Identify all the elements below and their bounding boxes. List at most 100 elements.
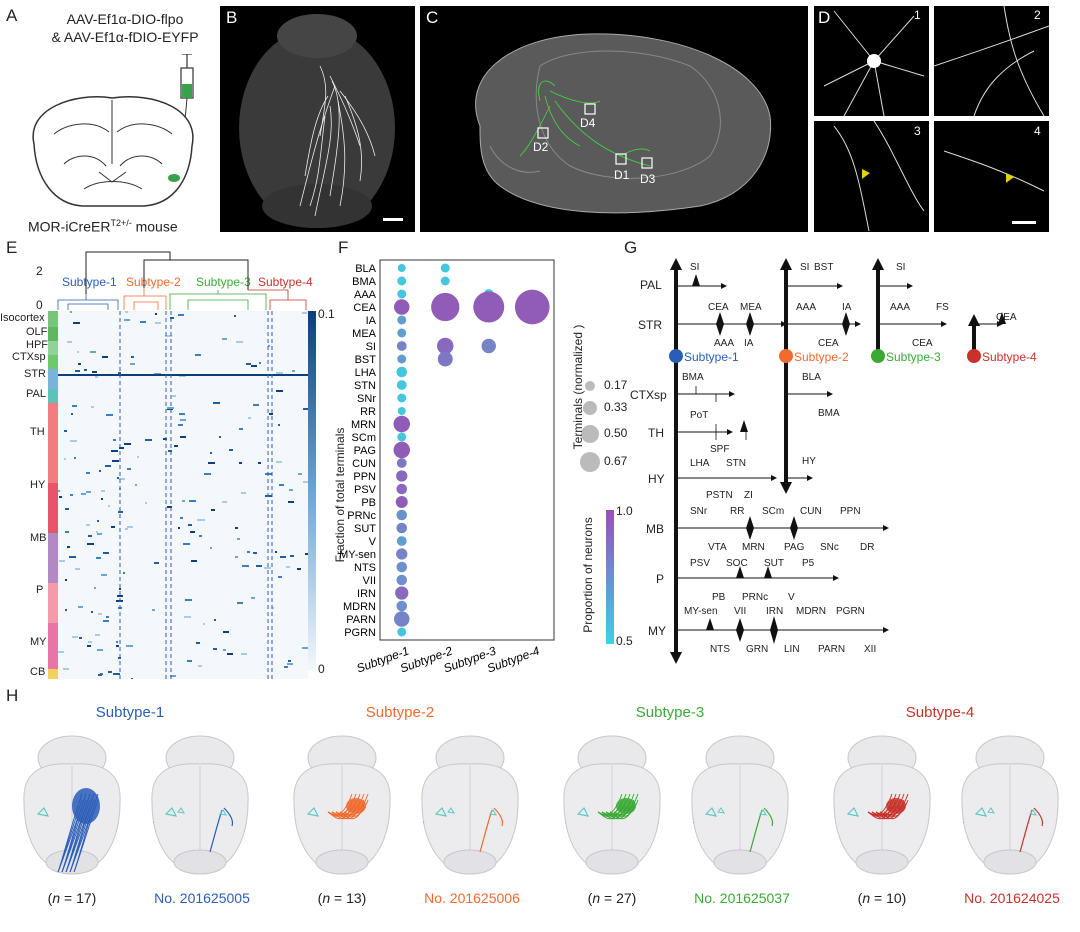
f-region-label: LHA bbox=[355, 367, 377, 379]
micrograph-tile-4 bbox=[934, 121, 1049, 232]
virus-label: AAV-Ef1α-DIO-flpo & AAV-Ef1α-fDIO-EYFP bbox=[30, 10, 220, 46]
g-s3-si: SI bbox=[896, 262, 906, 273]
f-region-label: PRNc bbox=[347, 510, 376, 522]
g-s3-cea: CEA bbox=[912, 338, 933, 349]
h-brain-image bbox=[961, 735, 1059, 875]
g-s1-mrn: MRN bbox=[742, 542, 765, 553]
e-subtype-2: Subtype-2 bbox=[126, 275, 181, 289]
g-s1-zi: ZI bbox=[744, 490, 753, 501]
f-region-label: RR bbox=[360, 406, 376, 418]
size-legend-1: 0.17 bbox=[604, 378, 628, 392]
g-level-mb: MB bbox=[646, 522, 664, 536]
g-s1-pot: PoT bbox=[690, 410, 709, 421]
g-s1-si: SI bbox=[690, 262, 700, 273]
g-s1-parn: PARN bbox=[818, 644, 846, 655]
g-subtype-2-dot bbox=[779, 349, 793, 363]
f-dot bbox=[397, 407, 406, 415]
box-label-d1: D1 bbox=[614, 168, 630, 182]
size-legend-3: 0.50 bbox=[604, 426, 628, 440]
f-dot bbox=[397, 432, 407, 442]
region-pal: PAL bbox=[26, 388, 46, 400]
micrograph-tile-2 bbox=[933, 5, 1050, 117]
f-dot bbox=[396, 341, 407, 351]
size-legend-dot-1 bbox=[585, 381, 595, 391]
g-level-ctxsp: CTXsp bbox=[630, 388, 667, 402]
g-level-hy: HY bbox=[648, 472, 665, 486]
f-dot bbox=[440, 263, 450, 273]
g-s1-v: V bbox=[788, 592, 795, 603]
f-region-label: CUN bbox=[352, 458, 376, 470]
panel-c-image bbox=[420, 6, 808, 232]
size-legend-dot-2 bbox=[583, 401, 597, 415]
g-subtype-2: Subtype-2 bbox=[794, 350, 849, 364]
g-s1-pb: PB bbox=[712, 592, 726, 603]
f-region-label: PPN bbox=[353, 471, 376, 483]
f-region-label: STN bbox=[354, 380, 376, 392]
f-dot bbox=[437, 337, 454, 355]
size-legend-title: Terminals (normalized ) bbox=[571, 324, 585, 450]
panel-c-label: C bbox=[426, 8, 439, 27]
h-brain-image bbox=[23, 735, 121, 875]
f-dot bbox=[397, 289, 407, 299]
panel-f-label: F bbox=[338, 238, 349, 257]
size-legend-dot-3 bbox=[581, 425, 599, 443]
g-s3-fs: FS bbox=[936, 302, 949, 313]
g-level-pal: PAL bbox=[640, 278, 662, 292]
size-legend-2: 0.33 bbox=[604, 400, 628, 414]
g-s1-vii: VII bbox=[734, 606, 747, 617]
f-dot bbox=[396, 483, 408, 495]
f-region-label: AAA bbox=[354, 289, 377, 301]
f-region-label: SI bbox=[366, 341, 376, 353]
h-neuron-id: No. 201625006 bbox=[424, 890, 520, 906]
g-s1-ppn: PPN bbox=[840, 506, 861, 517]
terminal-heatmap bbox=[58, 311, 308, 679]
h-row: Subtype-1 LCEARCEA (n = 17)No. 201625005… bbox=[0, 700, 1080, 920]
panel-b-image bbox=[220, 6, 415, 232]
g-s2-si: SI bbox=[800, 262, 810, 273]
size-legend bbox=[580, 381, 600, 472]
f-dot bbox=[431, 292, 460, 322]
virus-line-2: & AAV-Ef1α-fDIO-EYFP bbox=[51, 29, 199, 45]
h-brain-image bbox=[563, 735, 661, 875]
tree-tick-2: 2 bbox=[36, 264, 43, 278]
panel-a-label: A bbox=[6, 6, 18, 25]
g-s2-bla: BLA bbox=[802, 372, 821, 383]
g-s3-aaa: AAA bbox=[890, 302, 911, 313]
g-level-th: TH bbox=[648, 426, 664, 440]
g-s1-pgrn: PGRN bbox=[836, 606, 865, 617]
3d-brain-rendering bbox=[475, 33, 772, 214]
h-brain-image bbox=[691, 735, 789, 875]
f-dot bbox=[514, 289, 550, 325]
f-region-label: MY-sen bbox=[340, 549, 376, 561]
f-dot bbox=[397, 627, 407, 637]
f-dot bbox=[397, 354, 407, 364]
f-region-label: MEA bbox=[352, 328, 377, 340]
f-region-label: PGRN bbox=[344, 627, 376, 639]
f-dot bbox=[394, 611, 410, 627]
f-dot bbox=[396, 366, 408, 378]
coronal-section-diagram bbox=[32, 54, 194, 207]
g-s1-pstn: PSTN bbox=[706, 490, 733, 501]
h-subtype-title: Subtype-2 bbox=[365, 704, 435, 721]
h-brain-image bbox=[421, 735, 519, 875]
region-p: P bbox=[36, 584, 44, 596]
micrograph-tile-1 bbox=[814, 6, 929, 117]
region-str: STR bbox=[24, 368, 46, 380]
box-label-d4: D4 bbox=[580, 116, 596, 130]
g-s1-scm: SCm bbox=[762, 506, 785, 517]
h-neuron-id: No. 201625005 bbox=[154, 890, 250, 906]
region-mb: MB bbox=[30, 532, 47, 544]
g-s1-aaa: AAA bbox=[714, 338, 735, 349]
g-s1-sut: SUT bbox=[764, 558, 784, 569]
g-s1-ia: IA bbox=[744, 338, 754, 349]
f-region-label: NTS bbox=[354, 562, 376, 574]
tile-number-1: 1 bbox=[914, 8, 921, 22]
box-label-d2: D2 bbox=[533, 140, 549, 154]
g-subtype-4-dot bbox=[967, 349, 981, 363]
f-dot bbox=[396, 574, 408, 586]
g-s1-p5: P5 bbox=[802, 558, 815, 569]
region-hpf: HPF bbox=[26, 339, 48, 351]
panel-d-label: D bbox=[818, 8, 831, 27]
f-dot bbox=[396, 470, 408, 482]
g-level-str: STR bbox=[638, 318, 662, 332]
